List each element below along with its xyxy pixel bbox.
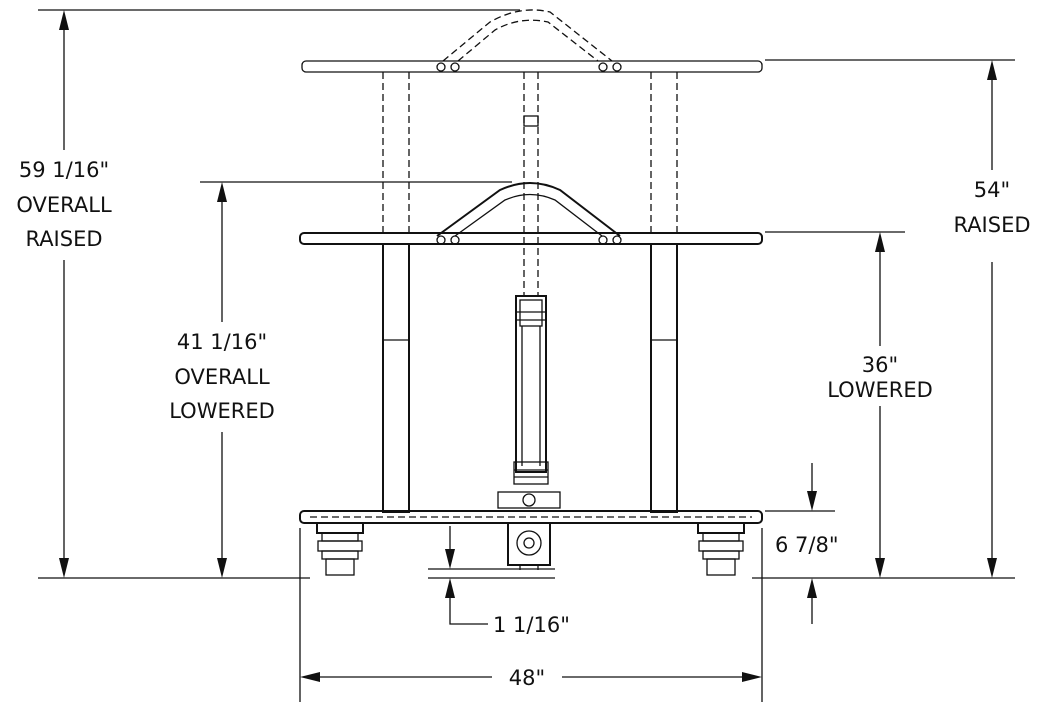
lowered-label: LOWERED [827, 378, 933, 402]
lowered-shelf [299, 232, 763, 245]
dimension-labels: 59 1/16" OVERALL RAISED 41 1/16" OVERALL… [16, 158, 1030, 690]
lowered-value: 36" [862, 353, 898, 377]
ground-clearance-value: 1 1/16" [493, 613, 570, 637]
lowered-handle [436, 182, 621, 237]
overall-raised-line2: OVERALL [16, 193, 112, 217]
overall-lowered-line3: LOWERED [169, 399, 275, 423]
base-height-value: 6 7/8" [775, 533, 839, 557]
overall-lowered-value: 41 1/16" [177, 330, 267, 354]
raised-shelf [301, 60, 763, 73]
base-frame [299, 510, 763, 524]
lift-column [497, 295, 561, 509]
raised-handle [442, 9, 613, 62]
caster-left [316, 522, 364, 576]
dimension-lines [38, 9, 1015, 702]
raised-value: 54" [974, 178, 1010, 202]
caster-right [697, 522, 745, 576]
width-value: 48" [509, 666, 545, 690]
overall-lowered-line2: OVERALL [174, 365, 270, 389]
overall-raised-line3: RAISED [25, 227, 102, 251]
raised-label: RAISED [953, 213, 1030, 237]
center-pedal [507, 522, 551, 570]
cart-illustration [299, 9, 763, 576]
overall-raised-value: 59 1/16" [19, 158, 109, 182]
